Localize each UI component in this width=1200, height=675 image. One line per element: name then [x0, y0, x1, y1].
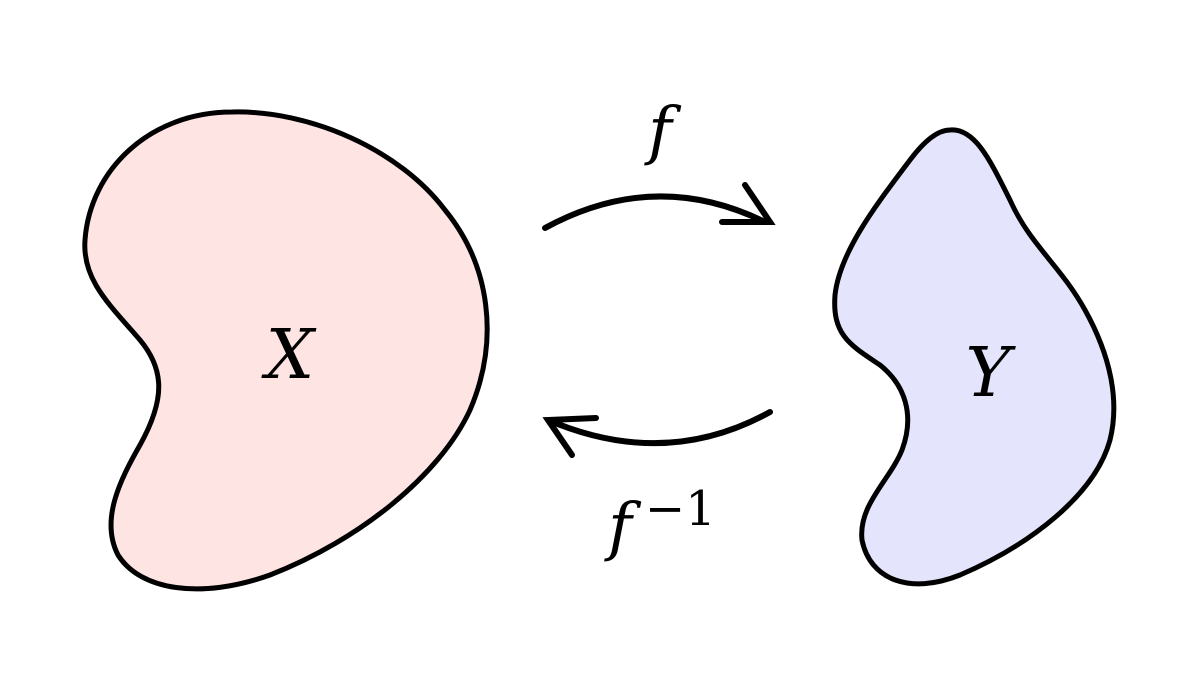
- arrow-inverse-label-superscript: −1: [645, 481, 716, 537]
- arrow-forward-curve: [542, 193, 768, 231]
- set-x: X: [82, 109, 490, 592]
- arrow-inverse-head-icon: [542, 415, 599, 458]
- arrow-forward-label: f: [644, 94, 682, 168]
- set-y-label: Y: [966, 334, 1017, 413]
- arrow-forward: f: [542, 94, 776, 231]
- arrow-inverse-curve: [545, 409, 773, 447]
- arrow-inverse: f −1: [542, 409, 773, 564]
- arrow-forward-head-icon: [719, 182, 776, 225]
- set-x-shape: [82, 109, 490, 592]
- set-y: Y: [832, 127, 1117, 587]
- set-x-label: X: [261, 316, 317, 395]
- set-y-shape: [832, 127, 1117, 587]
- arrow-inverse-label-base: f: [604, 490, 642, 564]
